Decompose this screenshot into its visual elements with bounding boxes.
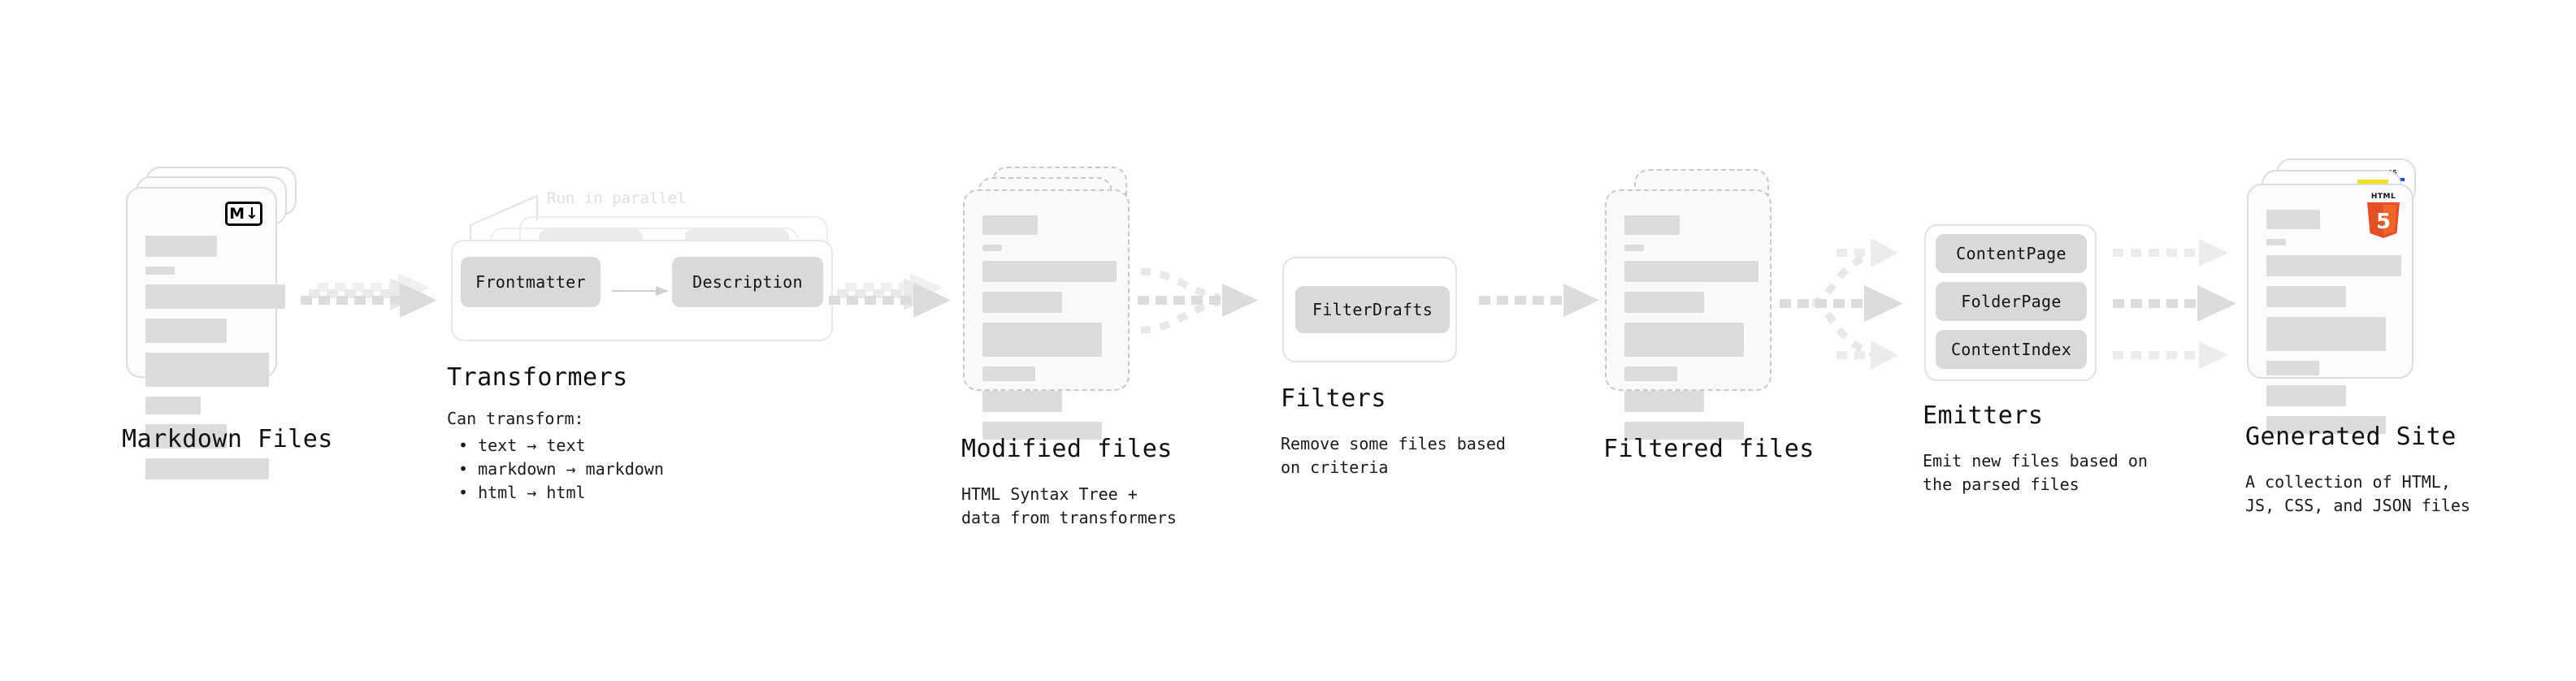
doc-bar (145, 319, 227, 343)
html5-shield-icon: 5 (2367, 202, 2400, 238)
transformers-bullet-label: text → text (478, 436, 586, 455)
doc-bar (2266, 416, 2386, 434)
doc-bar (982, 215, 1038, 235)
generated-doc-html: HTML 5 (2247, 184, 2413, 434)
stage-generated-site: CSS HTML 5 (2245, 158, 2470, 515)
filter-chip-filterdrafts[interactable]: FilterDrafts (1295, 286, 1450, 333)
doc-bar (982, 391, 1062, 412)
page-title-filtered-files: Filtered files (1603, 435, 1815, 463)
generated-site-file-stack: CSS HTML 5 (2247, 158, 2442, 434)
modified-files-description: HTML Syntax Tree + data from transformer… (961, 484, 1177, 527)
doc-bar (2266, 361, 2319, 375)
modified-doc-front (963, 189, 1130, 440)
doc-bar (1624, 245, 1644, 251)
generated-site-description: A collection of HTML, JS, CSS, and JSON … (2245, 472, 2470, 515)
filtered-file-stack (1605, 167, 1784, 440)
markdown-file-stack: M ↓ (126, 167, 297, 479)
markdown-doc-front: M ↓ (126, 187, 285, 479)
filtered-doc-front (1605, 189, 1772, 440)
doc-bar (982, 261, 1117, 282)
connector-emitters-to-site (2113, 232, 2263, 374)
transformers-bullet: • html → html (447, 481, 664, 505)
emitter-chip-folderpage[interactable]: FolderPage (1936, 282, 2087, 321)
doc-bar (982, 292, 1062, 313)
connector-modified-to-filters (1138, 260, 1284, 341)
page-title-generated-site: Generated Site (2245, 423, 2457, 451)
doc-bar (982, 422, 1102, 440)
transformers-description: Can transform: • text → text • markdown … (447, 407, 664, 505)
bullet-dot-icon: • (458, 483, 469, 502)
filters-description: Remove some files based on criteria (1281, 434, 1506, 477)
doc-placeholder-lines (982, 215, 1117, 449)
page-title-transformers: Transformers (447, 363, 628, 392)
doc-bar (145, 236, 217, 257)
page-title-markdown-files: Markdown Files (122, 425, 333, 453)
transformer-chip-frontmatter[interactable]: Frontmatter (461, 257, 601, 307)
doc-bar (1624, 215, 1680, 235)
transformer-arrow-icon (612, 286, 669, 296)
doc-bar (1624, 292, 1704, 313)
page-title-modified-files: Modified files (961, 435, 1173, 463)
svg-text:5: 5 (2376, 210, 2391, 234)
doc-bar (145, 284, 285, 309)
doc-bar (145, 397, 201, 414)
transformers-bullet: • text → text (447, 434, 664, 458)
doc-bar (2266, 239, 2286, 245)
doc-bar (145, 424, 227, 449)
doc-bar (2266, 255, 2401, 276)
doc-placeholder-lines (1624, 215, 1759, 449)
doc-bar (982, 245, 1002, 251)
doc-bar (982, 367, 1035, 381)
doc-bar (982, 323, 1102, 357)
run-in-parallel-label: Run in parallel (547, 189, 687, 207)
doc-placeholder-lines (2266, 210, 2401, 444)
markdown-badge-arrow-icon: ↓ (245, 204, 258, 223)
page-title-emitters: Emitters (1923, 401, 2044, 430)
transformers-bullet-label: markdown → markdown (478, 459, 664, 479)
markdown-badge-letter: M (229, 204, 245, 223)
doc-bar (1624, 261, 1759, 282)
doc-bar (145, 458, 269, 479)
doc-bar (1624, 323, 1744, 357)
stage-filtered-files: Filtered files (1603, 167, 1814, 463)
bullet-dot-icon: • (458, 459, 469, 479)
doc-bar (1624, 391, 1704, 412)
emitters-description: Emit new files based on the parsed files (1923, 451, 2148, 494)
transformers-bullet: • markdown → markdown (447, 458, 664, 481)
connector-filtered-to-emitters (1780, 232, 1930, 374)
run-in-parallel-bracket-icon (470, 194, 538, 248)
doc-placeholder-lines (145, 236, 285, 489)
transformers-bullet-label: html → html (478, 483, 586, 502)
modified-file-stack (963, 167, 1142, 440)
doc-bar (1624, 367, 1677, 381)
html5-badge-label: HTML (2370, 193, 2396, 201)
markdown-badge: M ↓ (225, 202, 262, 226)
doc-bar (2266, 210, 2320, 229)
bullet-dot-icon: • (458, 436, 469, 455)
connector-transformers-to-modified (829, 268, 983, 333)
page-title-filters: Filters (1281, 384, 1386, 413)
html5-badge: HTML 5 (2365, 193, 2402, 239)
stage-modified-files: Modified files HTML Syntax Tree + data f… (961, 167, 1177, 527)
stage-markdown-files: M ↓ Markdown Files (122, 167, 332, 479)
transformers-desc-line: Can transform: (447, 409, 584, 428)
connector-md-to-transformers (301, 268, 455, 333)
doc-bar (145, 353, 269, 387)
emitter-chip-contentpage[interactable]: ContentPage (1936, 234, 2087, 273)
emitter-chip-contentindex[interactable]: ContentIndex (1936, 330, 2087, 369)
doc-bar (2266, 385, 2346, 406)
connector-filters-to-filtered (1479, 276, 1609, 325)
doc-bar (2266, 317, 2386, 351)
transformer-chip-description[interactable]: Description (672, 257, 823, 307)
doc-bar (1624, 422, 1744, 440)
doc-bar (2266, 286, 2346, 307)
doc-bar (145, 267, 175, 275)
